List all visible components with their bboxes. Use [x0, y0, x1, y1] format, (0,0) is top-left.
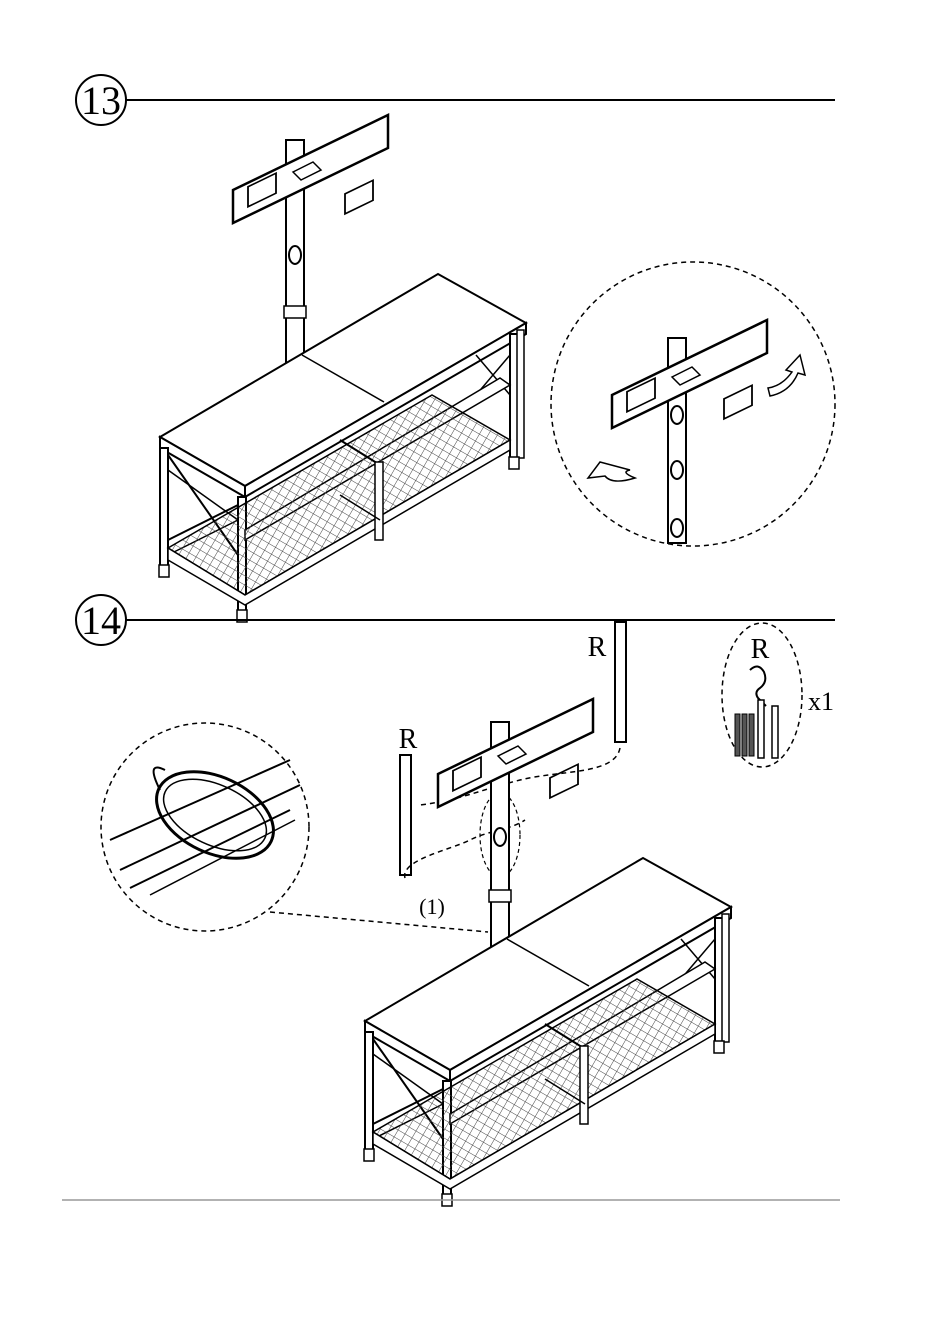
hardware-label: R — [751, 634, 770, 665]
tv-stand-assembled — [159, 115, 526, 622]
part-label-right: R — [588, 632, 607, 663]
step-14-badge: 14 — [76, 595, 126, 645]
cable-cover-right — [615, 622, 626, 742]
cable-clip-detail — [101, 723, 309, 931]
hardware-qty: x1 — [808, 687, 834, 716]
cable-cover-left — [400, 755, 411, 875]
step-13-badge: 13 — [76, 75, 126, 125]
step-13-number: 13 — [81, 78, 121, 123]
bracket-tilt-detail — [551, 262, 835, 546]
step-14: 14 R x1 R R (1) — [62, 595, 840, 1206]
step-14-number: 14 — [81, 598, 121, 643]
step-13: 13 — [76, 75, 835, 622]
part-label-left: R — [399, 724, 418, 755]
cable-step-label: (1) — [419, 894, 445, 919]
hardware-detail: R x1 — [722, 623, 834, 767]
